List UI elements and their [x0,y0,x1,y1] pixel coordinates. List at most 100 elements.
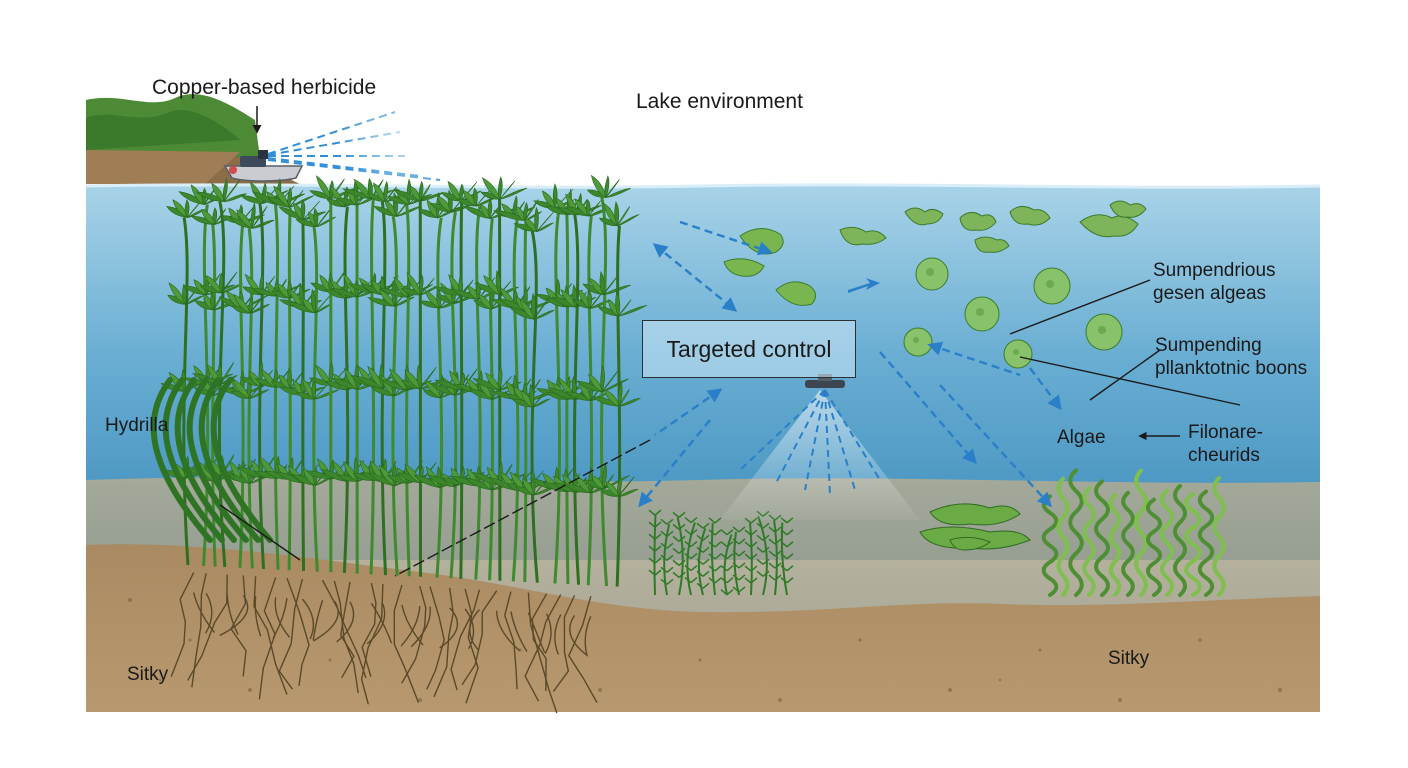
hydrilla-stem [287,207,292,571]
root-strand [274,597,291,638]
plant-leaf [750,565,758,572]
plant-leaf [756,558,764,565]
algae-filament [1108,493,1122,597]
root-strand [504,591,518,690]
plant-leaf [744,553,752,560]
plant-leaf [750,553,758,560]
plant-leaf [690,553,698,560]
hydrilla-leaf [605,188,631,198]
plant-leaf [702,546,710,553]
hydrilla-stand [150,174,648,587]
plant-leaf [690,565,698,572]
hydrilla-leaf [233,293,251,314]
root-strand [272,598,288,639]
hydrilla-stem [391,216,399,576]
dispersal-arrows [638,220,1062,508]
hydrilla-leaf [614,201,620,227]
root-strand [400,606,421,647]
plant-leaf [744,577,752,584]
algae-filament [1212,475,1226,597]
hydrilla-leaf [495,210,526,221]
hydrilla-leaf [299,282,305,309]
plant-leaf [708,577,716,584]
hydrilla-stem [312,226,319,572]
hydrilla-leaf [618,299,632,317]
plant-leaf [756,522,764,529]
plant-leaf [786,553,794,560]
hydrilla-stem [301,219,306,571]
hydrilla-stem [202,204,210,567]
hydrilla-stem [523,220,528,583]
hydrilla-stem [474,205,482,580]
plant-leaf [708,553,716,560]
hydrilla-leaf [198,377,261,543]
hydrilla-leaf [530,468,536,496]
root-strand [254,596,262,637]
plant-leaf [726,529,734,536]
hydrilla-leaf [418,274,424,296]
plant-leaf [708,517,716,524]
root-strand [191,573,207,688]
hydrilla-leaf [497,176,503,200]
root-strand [253,576,288,695]
hydrilla-leaf [604,175,610,199]
hydrilla-leaf [420,184,431,202]
hydrilla-leaf [416,364,422,390]
hydrilla-leaf [300,199,306,221]
hydrilla-leaf [485,372,501,391]
spray-boat [223,150,304,182]
plant-leaf [696,558,704,565]
hydrilla-stem [615,225,622,587]
hydrilla-stem [435,217,444,578]
plant-leaf [696,534,704,541]
plant-leaf [702,558,710,565]
hydrilla-stem [565,214,570,585]
plant-leaf [654,509,662,516]
plant-leaf [648,533,656,540]
root-strand [187,574,228,681]
root-strand [366,603,386,645]
algae-label: Algae [1057,427,1106,448]
hydrilla-leaf [533,309,555,320]
root-strand [527,592,558,714]
plant-leaf [660,578,668,585]
plant-leaf [678,523,686,530]
plant-leaf [732,562,740,569]
hydrilla-leaf [617,214,640,227]
hydrilla-leaf [499,187,528,200]
plant-leaf [672,511,680,518]
hydrilla-leaf [617,475,622,498]
filamentous-algae [1041,468,1226,597]
plant-leaf [714,517,722,524]
algae-filament [1134,468,1148,597]
plant-leaf [720,565,728,572]
hydrilla-stem [459,201,464,579]
plant-leaf [774,550,782,557]
plant-leaf [720,589,728,596]
hydrilla-leaf [531,292,536,321]
hydrilla-leaf [383,180,389,203]
hydrilla-leaf [618,305,648,317]
flow-arrow-right [848,278,880,293]
hydrilla-leaf [618,476,635,497]
hydrilla-leaf [523,202,528,222]
plant-leaf [684,541,692,548]
hydrilla-leaf [212,207,218,226]
algae-filament [1041,494,1059,597]
plant-leaf [672,559,680,566]
plant-leaf [720,553,728,560]
hydrilla-stem [273,204,280,570]
plant-leaf [666,554,674,561]
targeted-control-label: Targeted control [666,335,832,362]
algae-filament [1082,486,1096,597]
plant-leaf [726,541,734,548]
plant-leaf [732,586,740,593]
water-surface [85,183,1321,189]
plant-leaf [762,522,770,529]
plant-leaf [732,538,740,545]
plant-leaf [696,522,704,529]
plant-leaf [678,571,686,578]
hydrilla-leaf [311,288,317,314]
floating-algae [723,200,1147,369]
plant-stem [780,522,788,596]
